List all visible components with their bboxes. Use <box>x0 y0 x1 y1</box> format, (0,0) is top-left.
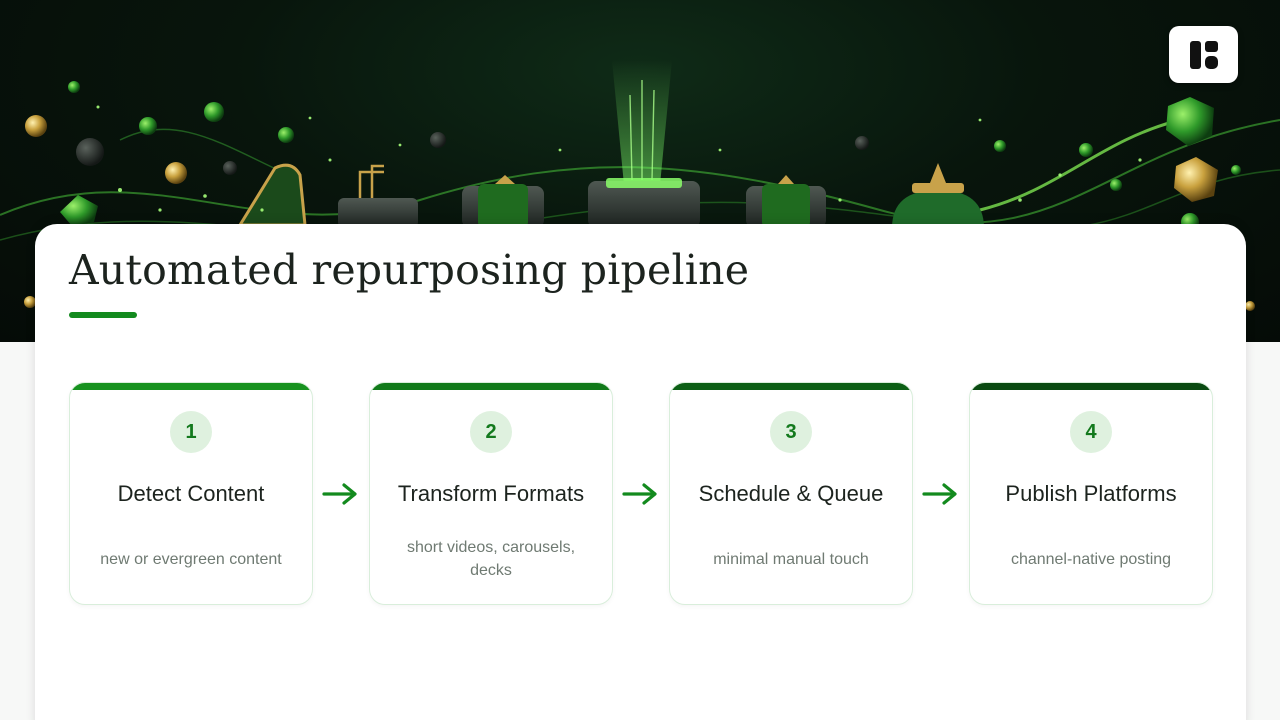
step-accent-bar <box>970 383 1212 390</box>
page-title: Automated repurposing pipeline <box>69 246 750 294</box>
step-accent-bar <box>70 383 312 390</box>
step-number-badge: 1 <box>170 411 212 453</box>
step-description: short videos, carousels, decks <box>406 539 576 579</box>
step-description: channel-native posting <box>1010 551 1172 568</box>
arrow-right-icon <box>322 483 357 505</box>
brand-logo[interactable] <box>1169 26 1238 83</box>
step-title: Detect Content <box>117 481 265 506</box>
title-underline <box>69 312 137 318</box>
step-number-badge: 2 <box>470 411 512 453</box>
content-card: Automated repurposing pipeline 1 Detect … <box>35 224 1246 720</box>
step-title: Publish Platforms <box>1005 481 1177 506</box>
pipeline-step-2: 2 Transform Formats short videos, carous… <box>369 382 613 605</box>
grid-logo-icon <box>1189 40 1218 69</box>
arrow-right-icon <box>622 483 657 505</box>
step-title: Schedule & Queue <box>698 481 884 506</box>
step-description: new or evergreen content <box>100 551 282 568</box>
step-number-badge: 3 <box>770 411 812 453</box>
pipeline-step-3: 3 Schedule & Queue minimal manual touch <box>669 382 913 605</box>
step-accent-bar <box>670 383 912 390</box>
step-description: minimal manual touch <box>713 551 869 568</box>
hero-illustration <box>0 60 1280 311</box>
step-title: Transform Formats <box>397 481 585 506</box>
step-accent-bar <box>370 383 612 390</box>
pipeline-step-4: 4 Publish Platforms channel-native posti… <box>969 382 1213 605</box>
step-number-badge: 4 <box>1070 411 1112 453</box>
arrow-right-icon <box>922 483 957 505</box>
pipeline-step-1: 1 Detect Content new or evergreen conten… <box>69 382 313 605</box>
